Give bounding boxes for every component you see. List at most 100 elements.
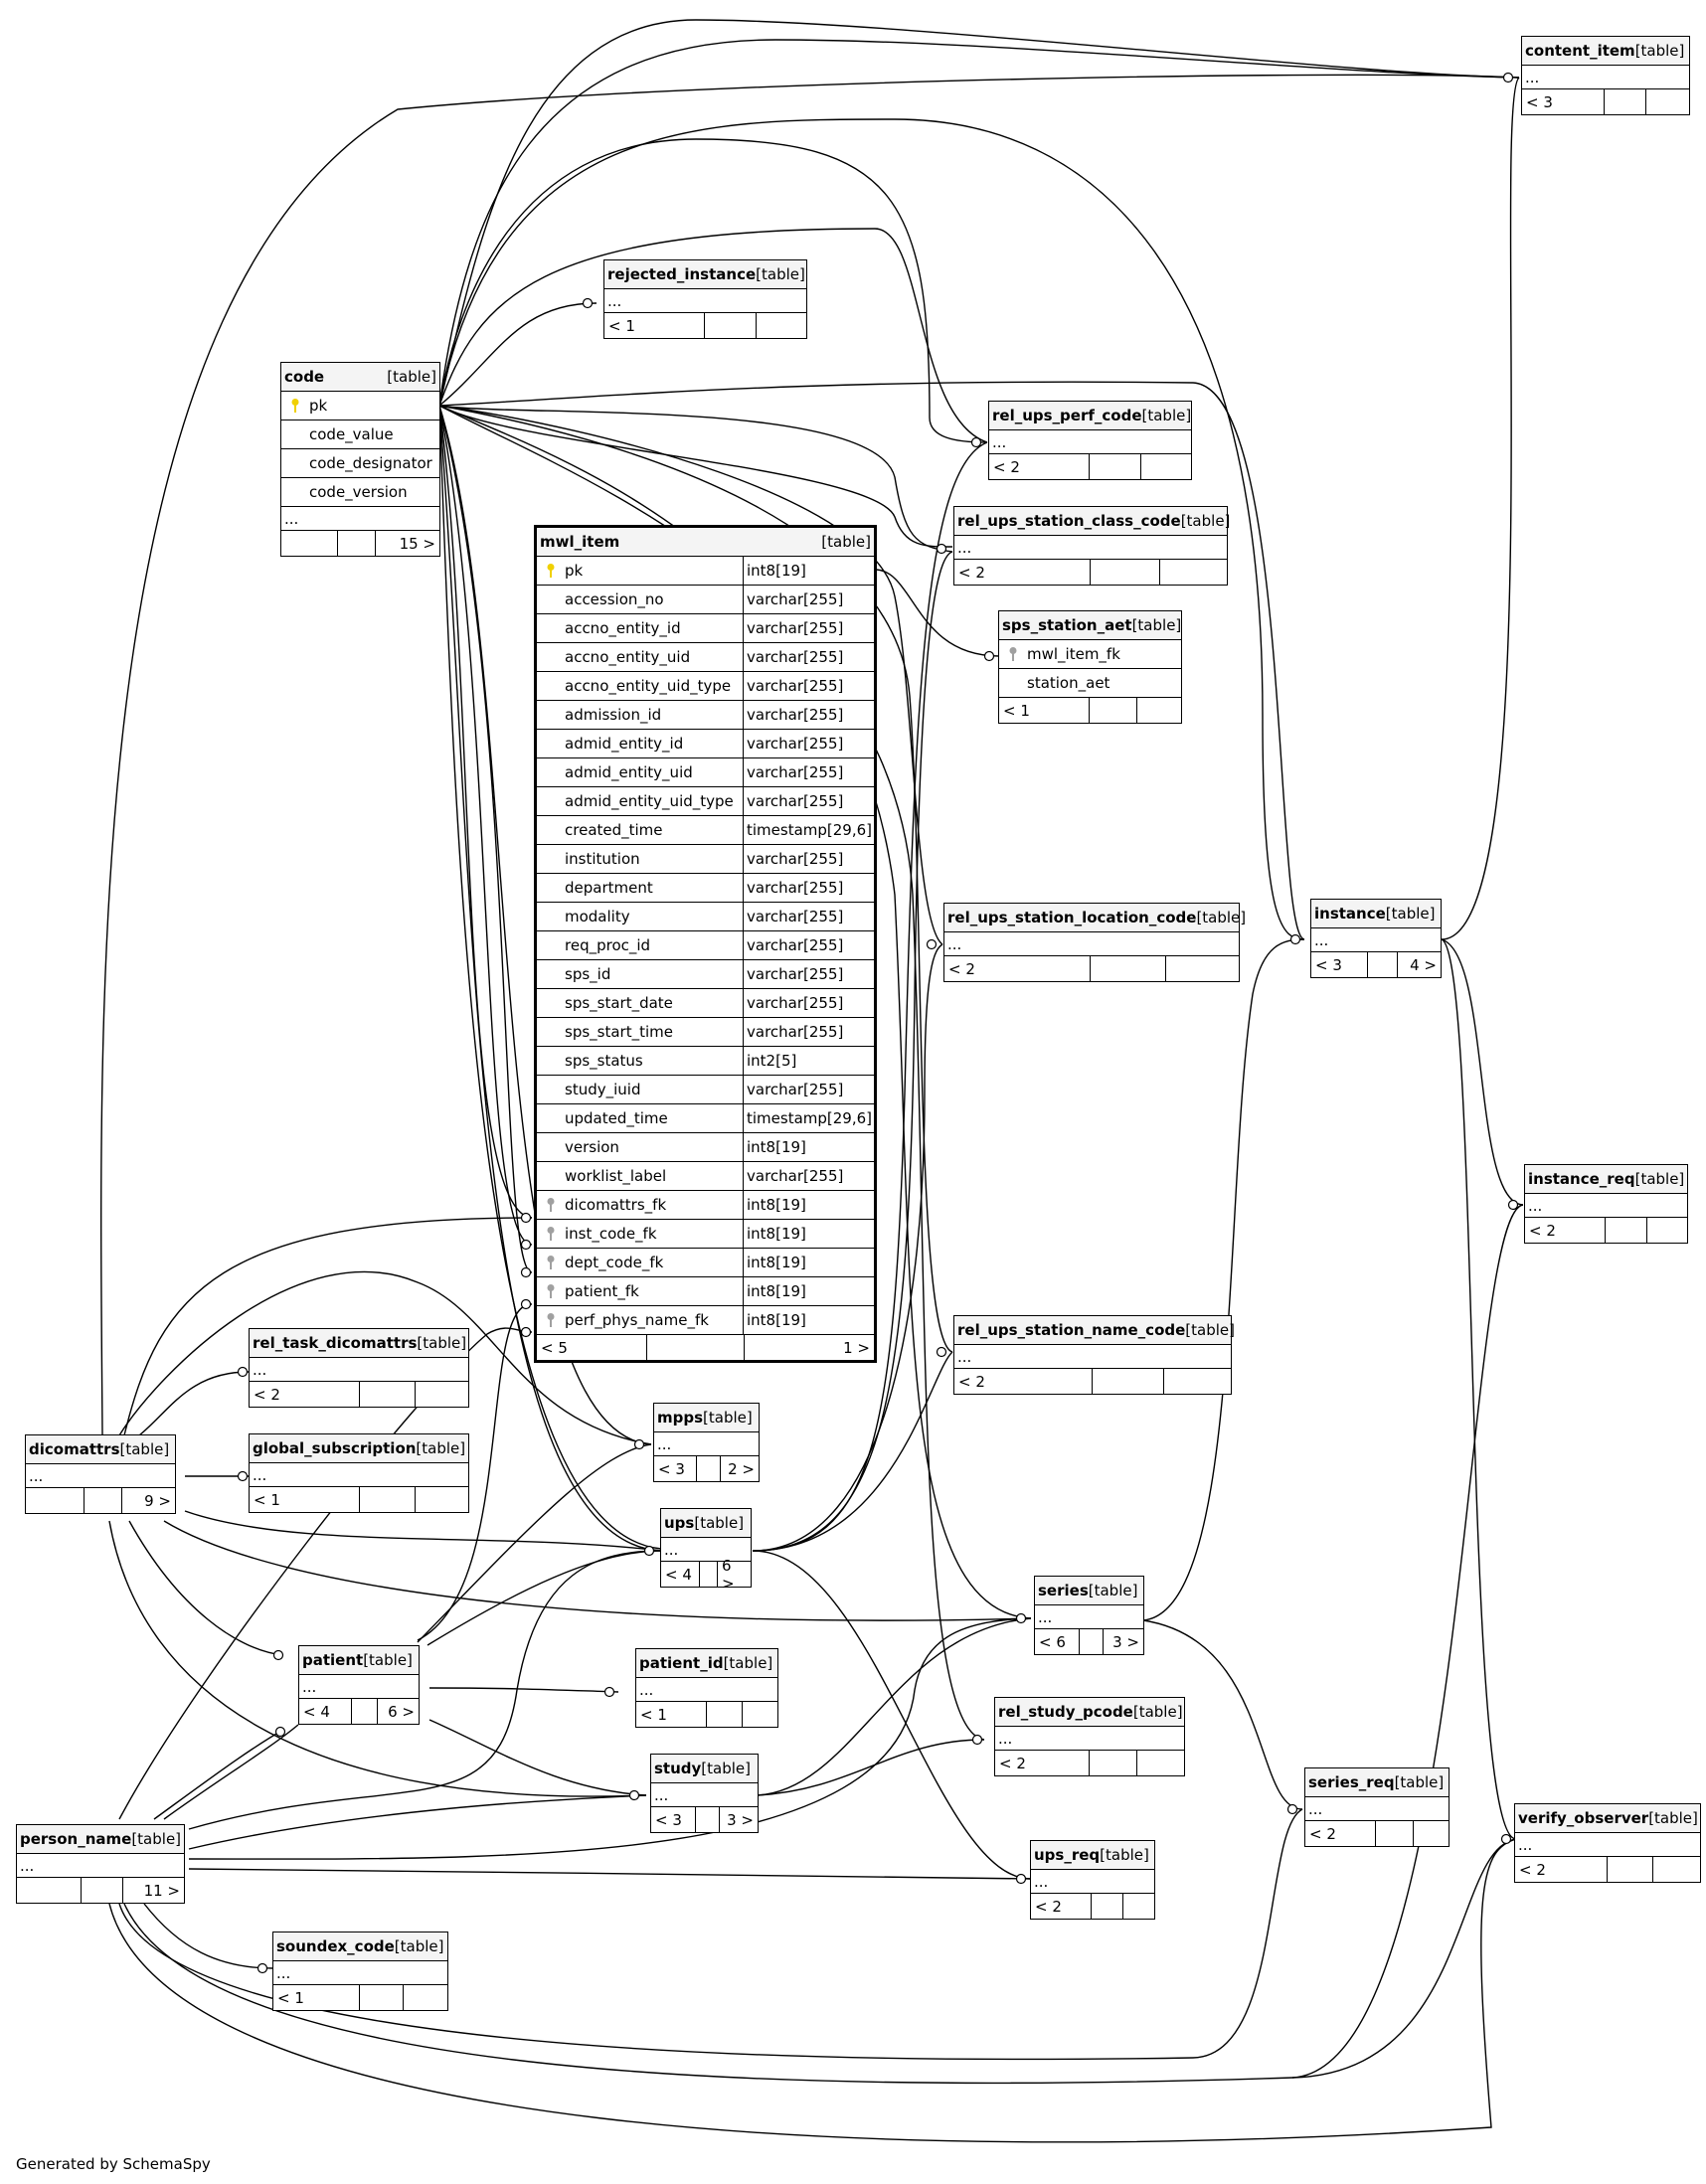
collapsed-columns[interactable]: ...	[1311, 928, 1441, 952]
table-name: dicomattrs	[29, 1440, 120, 1458]
collapsed-columns[interactable]: ...	[250, 1358, 468, 1382]
collapsed-columns[interactable]: ...	[17, 1854, 184, 1878]
column-type: varchar[255]	[743, 1018, 874, 1046]
collapsed-columns[interactable]: ...	[954, 1345, 1231, 1369]
column-type: varchar[255]	[743, 758, 874, 786]
collapsed-columns[interactable]: ...	[299, 1675, 419, 1699]
column-type: varchar[255]	[743, 960, 874, 988]
table-ups-req[interactable]: ups_req[table] ... < 2	[1030, 1840, 1155, 1920]
table-person-name[interactable]: person_name[table] ... 11 >	[16, 1824, 185, 1904]
table-patient-id[interactable]: patient_id[table] ... < 1	[635, 1648, 778, 1728]
table-rel-task-dicomattrs[interactable]: rel_task_dicomattrs[table] ... < 2	[249, 1328, 469, 1408]
collapsed-columns[interactable]: ...	[636, 1678, 777, 1702]
table-name: code	[284, 368, 325, 386]
table-type-tag: [table]	[416, 1439, 466, 1457]
collapsed-columns[interactable]: ...	[1515, 1833, 1700, 1857]
collapsed-columns[interactable]: ...	[661, 1538, 751, 1562]
collapsed-columns[interactable]: ...	[1305, 1797, 1449, 1821]
table-rel-ups-station-class-code[interactable]: rel_ups_station_class_code[table] ... < …	[953, 506, 1230, 586]
column-row[interactable]: mwl_item_fk	[999, 640, 1181, 669]
column-name: admission_id	[565, 706, 662, 724]
table-soundex-code[interactable]: soundex_code[table] ... < 1	[272, 1932, 448, 2011]
column-name: sps_start_time	[565, 1023, 673, 1041]
collapsed-columns[interactable]: ...	[273, 1961, 447, 1985]
collapsed-columns[interactable]: ...	[654, 1432, 759, 1456]
table-global-subscription[interactable]: global_subscription[table] ... < 1	[249, 1433, 469, 1513]
collapsed-columns[interactable]: ...	[1522, 66, 1689, 89]
column-type: int8[19]	[743, 1220, 874, 1248]
table-instance-req[interactable]: instance_req[table] ... < 2	[1524, 1164, 1688, 1244]
edge-ups-ups-req	[752, 1550, 1032, 1880]
edge-study-series	[757, 1617, 1032, 1796]
table-footer: < 2	[1515, 1857, 1700, 1882]
column-row[interactable]: code_version	[281, 478, 439, 507]
collapsed-columns[interactable]: ...	[944, 932, 1239, 956]
table-dicomattrs[interactable]: dicomattrs[table] ... 9 >	[25, 1434, 176, 1514]
table-content-item[interactable]: content_item[table] ... < 3	[1521, 36, 1690, 115]
table-rel-ups-station-name-code[interactable]: rel_ups_station_name_code[table] ... < 2	[953, 1315, 1235, 1395]
collapsed-columns[interactable]: ...	[1035, 1605, 1143, 1629]
table-sps-station-aet[interactable]: sps_station_aet[table] mwl_item_fk stati…	[998, 610, 1182, 724]
table-rejected-instance[interactable]: rejected_instance[table] ... < 1	[603, 259, 807, 339]
table-verify-observer[interactable]: verify_observer[table] ... < 2	[1514, 1803, 1701, 1883]
table-rel-ups-station-location-code[interactable]: rel_ups_station_location_code[table] ...…	[943, 903, 1246, 982]
collapsed-columns[interactable]: ...	[1525, 1194, 1687, 1218]
collapsed-columns[interactable]: ...	[250, 1463, 468, 1487]
collapsed-columns[interactable]: ...	[954, 536, 1227, 560]
table-code[interactable]: code[table] pk code_value code_designato…	[280, 362, 440, 557]
collapsed-columns[interactable]: ...	[26, 1464, 175, 1488]
collapsed-columns[interactable]: ...	[1031, 1870, 1154, 1894]
column-row[interactable]: sps_start_time varchar[255]	[537, 1018, 874, 1047]
table-name: sps_station_aet	[1002, 616, 1132, 634]
table-name: rel_study_pcode	[998, 1703, 1133, 1721]
table-rel-study-pcode[interactable]: rel_study_pcode[table] ... < 2	[994, 1697, 1185, 1776]
table-footer: < 2	[1305, 1821, 1449, 1846]
edge-person-ups-req	[188, 1868, 1032, 1880]
table-rel-ups-perf-code[interactable]: rel_ups_perf_code[table] ... < 2	[988, 401, 1192, 480]
collapsed-columns[interactable]: ...	[281, 507, 439, 531]
column-row[interactable]: code_designator	[281, 449, 439, 478]
column-row[interactable]: code_value	[281, 420, 439, 449]
collapsed-columns[interactable]: ...	[989, 430, 1191, 454]
column-row[interactable]: pk	[281, 392, 439, 420]
edge-person-ups	[188, 1550, 662, 1830]
table-series-req[interactable]: series_req[table] ... < 2	[1304, 1767, 1450, 1847]
collapsed-columns[interactable]: ...	[604, 289, 806, 313]
collapsed-columns[interactable]: ...	[651, 1783, 758, 1807]
column-row[interactable]: station_aet	[999, 669, 1181, 698]
collapsed-columns[interactable]: ...	[995, 1727, 1184, 1751]
